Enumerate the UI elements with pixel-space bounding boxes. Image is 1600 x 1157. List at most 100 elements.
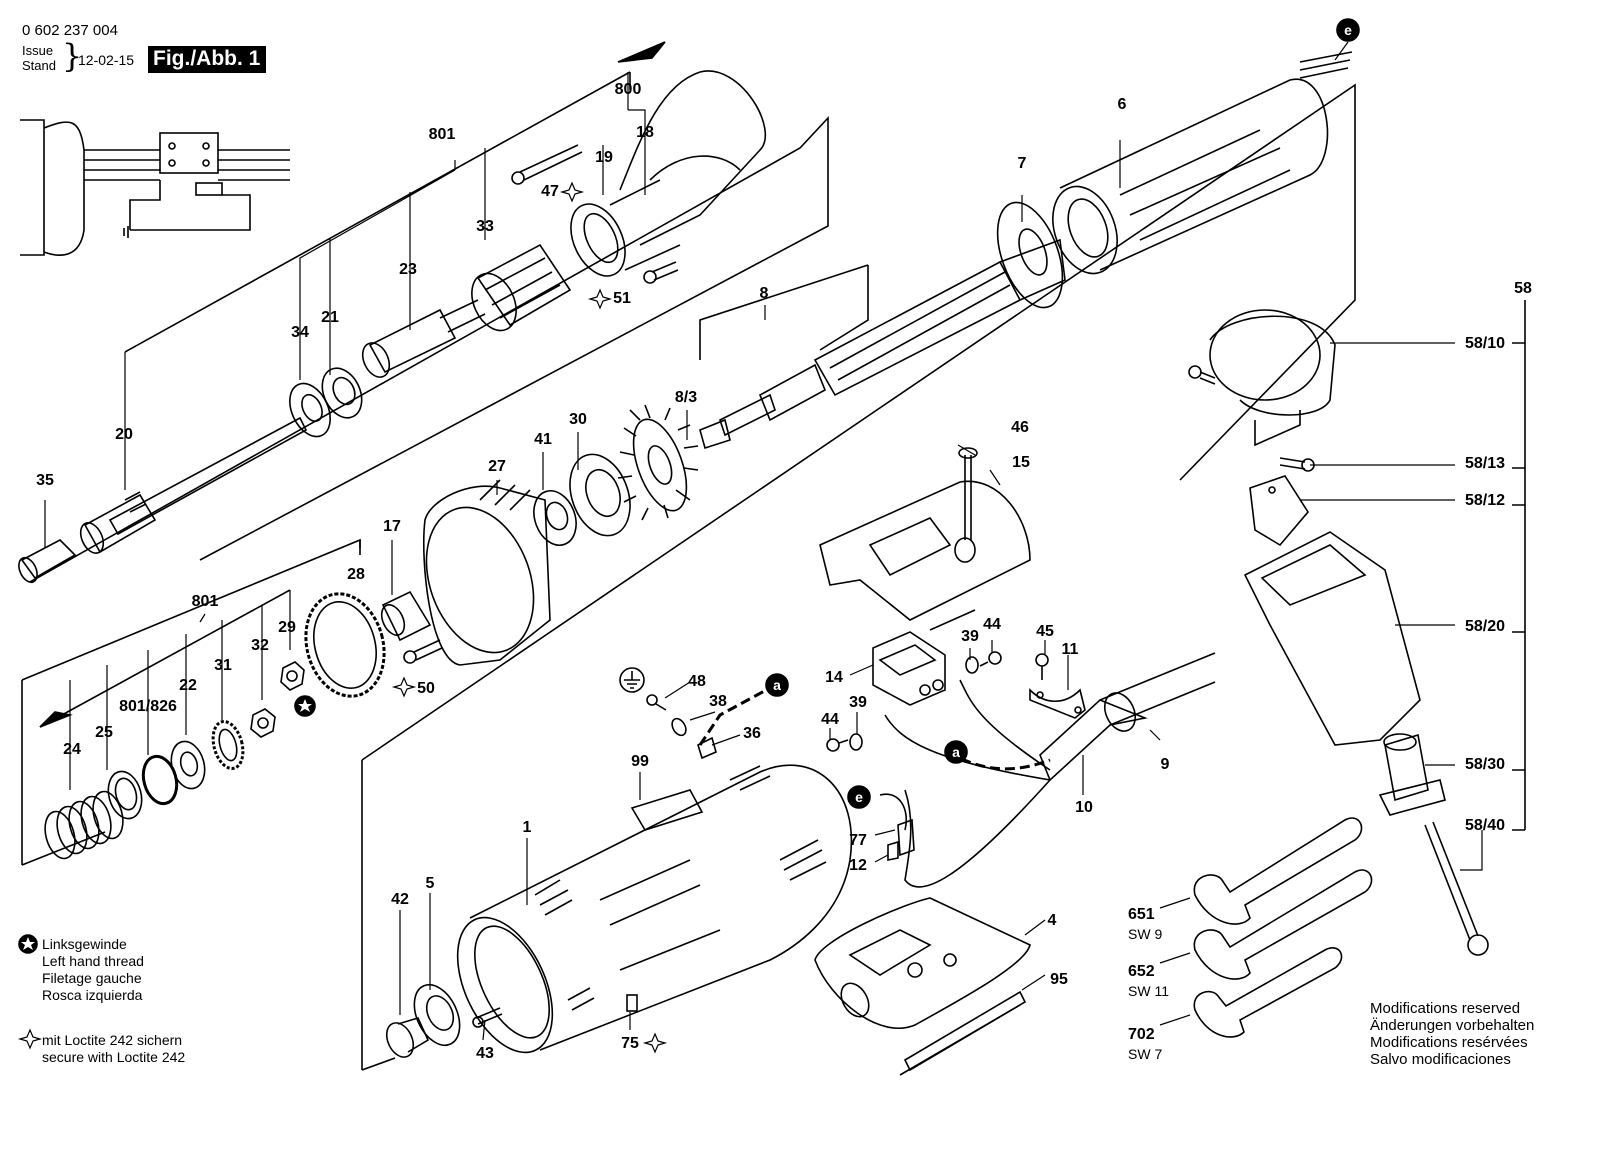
callout-8-3[interactable]: 8/3: [674, 389, 698, 406]
spring-24: [44, 790, 124, 860]
callout-36[interactable]: 36: [743, 725, 761, 742]
screw-44a: [979, 651, 1002, 667]
shaft-20: [79, 416, 308, 554]
callout-702[interactable]: 702: [1128, 1026, 1155, 1043]
callout-58-20[interactable]: 58/20: [1464, 618, 1505, 635]
callout-58-12[interactable]: 58/12: [1464, 492, 1505, 509]
callout-75[interactable]: 75: [621, 1035, 639, 1052]
leader-lines: [44, 41, 1483, 1041]
callout-28[interactable]: 28: [347, 566, 365, 583]
callout-25[interactable]: 25: [95, 724, 113, 741]
callout-23[interactable]: 23: [399, 261, 417, 278]
callout-21[interactable]: 21: [321, 309, 339, 326]
callout-48[interactable]: 48: [688, 673, 706, 690]
stand-58-20: [1243, 531, 1421, 746]
marker-e2: e: [1344, 22, 1352, 38]
wrench-size-652: SW 11: [1128, 983, 1169, 999]
frame-upper: [29, 41, 829, 583]
bracket-58: [1512, 300, 1526, 831]
left-hand-thread-icons: [18, 695, 316, 954]
callout-51[interactable]: 51: [613, 290, 631, 307]
callout-6[interactable]: 6: [1117, 96, 1127, 113]
callout-17[interactable]: 17: [383, 518, 401, 535]
screw-47: [511, 144, 583, 185]
callout-24[interactable]: 24: [63, 741, 81, 758]
legend-lht-fr: Filetage gauche: [42, 970, 142, 986]
callout-22[interactable]: 22: [179, 677, 197, 694]
callout-44-a[interactable]: 44: [983, 616, 1001, 633]
callout-58-13[interactable]: 58/13: [1464, 455, 1505, 472]
callout-800[interactable]: 800: [614, 81, 642, 98]
callout-652[interactable]: 652: [1128, 963, 1155, 980]
marker-e1: e: [855, 789, 863, 805]
callout-801-mid[interactable]: 801: [191, 593, 219, 610]
stator-6: [1052, 51, 1353, 275]
washer-39b: [849, 733, 863, 751]
callout-29[interactable]: 29: [278, 619, 296, 636]
callout-801-826[interactable]: 801/826: [119, 698, 177, 715]
sleeve-17: [380, 590, 432, 642]
spindle-33: [361, 243, 572, 378]
callout-41[interactable]: 41: [534, 431, 552, 448]
callout-19[interactable]: 19: [595, 149, 613, 166]
callout-18[interactable]: 18: [636, 124, 654, 141]
legend-loctite-de: mit Loctite 242 sichern: [42, 1032, 183, 1048]
callout-38[interactable]: 38: [709, 693, 727, 710]
terminal-36: [697, 736, 717, 760]
callout-801-top[interactable]: 801: [428, 126, 456, 143]
nut-29: [280, 661, 305, 691]
callout-43[interactable]: 43: [476, 1045, 494, 1062]
callout-7[interactable]: 7: [1017, 155, 1027, 172]
callout-30[interactable]: 30: [569, 411, 587, 428]
bearing-21: [321, 367, 363, 419]
callout-651[interactable]: 651: [1128, 906, 1155, 923]
callout-39-b[interactable]: 39: [849, 694, 867, 711]
callout-10[interactable]: 10: [1075, 799, 1093, 816]
clamp-ring-58-10: [1209, 309, 1336, 447]
callout-58-30[interactable]: 58/30: [1464, 756, 1505, 773]
bearing-34: [289, 382, 331, 438]
callout-99[interactable]: 99: [631, 753, 649, 770]
callout-27[interactable]: 27: [488, 458, 506, 475]
callout-32[interactable]: 32: [251, 637, 269, 654]
collet-35: [18, 539, 77, 584]
document-number: 0 602 237 004: [22, 22, 118, 39]
callout-46[interactable]: 46: [1011, 419, 1029, 436]
legend-loctite-en: secure with Loctite 242: [42, 1049, 186, 1065]
tube-58-30: [1378, 733, 1446, 816]
callout-50[interactable]: 50: [417, 680, 435, 697]
callout-15[interactable]: 15: [1012, 454, 1030, 471]
callout-11[interactable]: 11: [1061, 641, 1079, 658]
nut-32: [250, 708, 276, 738]
callout-5[interactable]: 5: [425, 875, 435, 892]
callout-1[interactable]: 1: [522, 819, 532, 836]
rotor-8: [699, 238, 1066, 450]
washer-38: [671, 717, 687, 737]
callout-20[interactable]: 20: [115, 426, 133, 443]
callout-35[interactable]: 35: [36, 472, 54, 489]
callout-58-10[interactable]: 58/10: [1464, 335, 1505, 352]
set-screw-75: [626, 994, 638, 1012]
callout-95[interactable]: 95: [1050, 971, 1068, 988]
callout-9[interactable]: 9: [1160, 756, 1170, 773]
legend-lht-en: Left hand thread: [42, 953, 144, 969]
callout-58[interactable]: 58: [1514, 280, 1532, 297]
callout-34[interactable]: 34: [291, 324, 309, 341]
callout-14[interactable]: 14: [825, 669, 843, 686]
callout-47[interactable]: 47: [541, 183, 559, 200]
callout-31[interactable]: 31: [214, 657, 232, 674]
callout-77[interactable]: 77: [849, 832, 867, 849]
loctite-symbols: [17, 181, 668, 1054]
callout-4[interactable]: 4: [1047, 912, 1057, 929]
callout-42[interactable]: 42: [391, 891, 409, 908]
callout-39-a[interactable]: 39: [961, 628, 979, 645]
callout-45[interactable]: 45: [1036, 623, 1054, 640]
callout-8[interactable]: 8: [759, 285, 769, 302]
callout-33[interactable]: 33: [476, 218, 494, 235]
callout-12[interactable]: 12: [849, 857, 867, 874]
callout-58-40[interactable]: 58/40: [1464, 817, 1505, 834]
o-ring-801-826: [141, 754, 179, 806]
bushing-42: [385, 1017, 430, 1058]
callout-44-b[interactable]: 44: [821, 711, 839, 728]
brace-glyph: }: [62, 37, 83, 75]
